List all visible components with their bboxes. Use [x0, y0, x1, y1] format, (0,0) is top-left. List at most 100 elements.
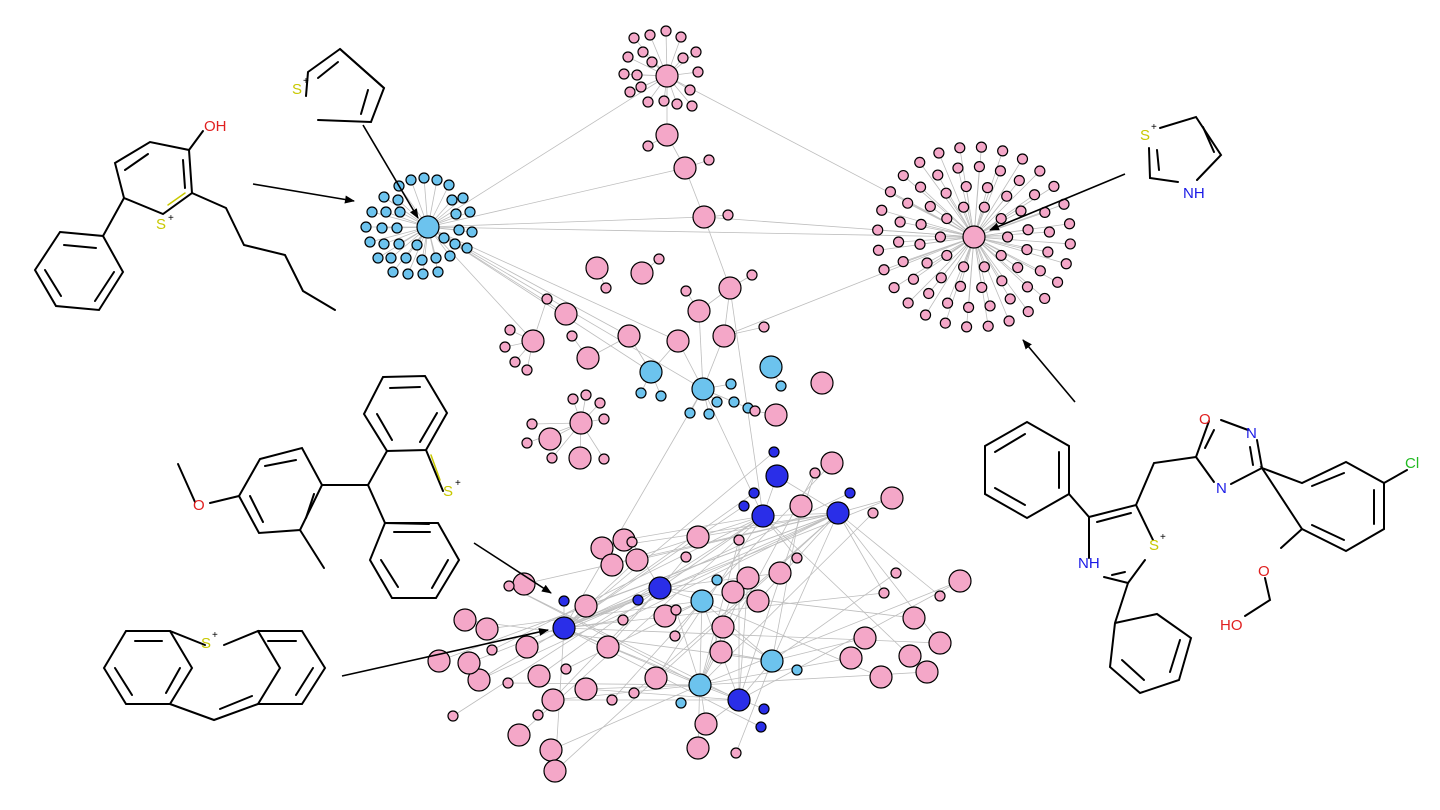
pink-node [539, 738, 563, 762]
pink-node [939, 317, 951, 329]
annotation-arrows [252, 124, 1126, 677]
pink-node [703, 154, 715, 166]
network-edge [973, 236, 1045, 299]
light-blue-node [791, 664, 803, 676]
pink-node [746, 269, 758, 281]
pink-node [453, 608, 477, 632]
network-edge [550, 684, 701, 751]
light-blue-node [444, 250, 456, 262]
pink-node [527, 664, 551, 688]
pink-node [686, 100, 698, 112]
molecule-6-o-ether-label: O [1258, 563, 1270, 580]
light-blue-node [393, 238, 405, 250]
pink-node [749, 405, 761, 417]
pink-node [736, 566, 760, 590]
molecule-5-charge: + [212, 630, 218, 641]
molecule-3-charge: + [1151, 122, 1157, 133]
pink-node [642, 96, 654, 108]
network-edge [973, 236, 1028, 288]
light-blue-node [385, 252, 397, 264]
molecule-1-charge: + [168, 213, 174, 224]
pink-node [876, 204, 888, 216]
network-edge [938, 152, 975, 238]
network-edge [973, 236, 1048, 253]
dark-blue-node [844, 487, 856, 499]
molecule-6-n-bottom-label: N [1216, 480, 1227, 497]
pink-node [954, 280, 967, 292]
light-blue-node [400, 252, 412, 264]
light-blue-node [417, 268, 429, 280]
pink-node [499, 341, 511, 353]
pink-node [1021, 281, 1034, 293]
pink-node [981, 182, 994, 194]
pink-node [941, 297, 954, 309]
pink-node [692, 205, 716, 229]
arrow-molecule-6 [1022, 339, 1076, 403]
light-blue-node [725, 378, 737, 390]
network-edge [508, 585, 701, 686]
pink-node [543, 759, 567, 783]
pink-node [521, 437, 533, 449]
arrow-molecule-1 [252, 183, 355, 204]
pink-node [560, 663, 572, 675]
pink-node [711, 615, 735, 639]
pink-node [1022, 305, 1034, 318]
pink-node [521, 364, 533, 376]
network-edge [973, 223, 1070, 238]
pink-node [1001, 231, 1014, 243]
pink-node [921, 257, 933, 269]
light-blue-node [688, 673, 712, 697]
network-edge [738, 580, 961, 701]
network-edge [903, 175, 975, 238]
light-blue-node [394, 206, 406, 218]
pink-node [907, 273, 920, 285]
light-blue-node [760, 649, 784, 673]
network-edge [973, 236, 1058, 283]
pink-node [880, 486, 904, 510]
light-blue-node [376, 222, 388, 234]
pink-node [569, 411, 593, 435]
pink-node [680, 285, 692, 297]
pink-node [655, 123, 679, 147]
pink-node [791, 552, 803, 564]
network-edge [523, 512, 839, 585]
pink-node [503, 580, 515, 592]
light-blue-node [711, 396, 723, 408]
pink-node [960, 180, 972, 193]
pink-node [686, 736, 710, 760]
network-edge [973, 236, 1067, 265]
network-edge [973, 170, 1041, 238]
pink-node [924, 200, 936, 213]
pink-node [872, 244, 885, 256]
pink-node [635, 81, 647, 93]
network-edge [881, 209, 975, 238]
molecule-6-o-ring-label: O [1199, 411, 1211, 428]
light-blue-node [366, 206, 378, 218]
pink-node [975, 141, 988, 153]
light-blue-node [461, 242, 473, 254]
pink-node [686, 525, 710, 549]
pink-node [673, 156, 697, 180]
light-blue-node [728, 396, 740, 408]
network-edge [973, 236, 1071, 245]
arrow-molecule-3 [989, 173, 1126, 231]
pink-node [1001, 190, 1013, 202]
network-edge [973, 236, 989, 327]
molecule-6-n-top-label: N [1246, 425, 1257, 442]
pink-node [585, 256, 609, 280]
pink-node [789, 494, 813, 518]
network-edge [771, 637, 866, 662]
molecule-1 [33, 130, 336, 312]
molecule-4 [177, 374, 461, 599]
pink-node [658, 95, 670, 107]
pink-node [598, 413, 610, 425]
pink-node [567, 393, 579, 405]
pink-node [670, 604, 682, 616]
light-blue-node [464, 206, 476, 218]
molecule-6-nh-label: NH [1078, 555, 1100, 572]
pink-node [1003, 315, 1015, 327]
dark-blue-node [826, 501, 850, 525]
light-blue-node [431, 174, 443, 186]
pink-node [952, 162, 964, 174]
network-edge [973, 236, 1011, 300]
